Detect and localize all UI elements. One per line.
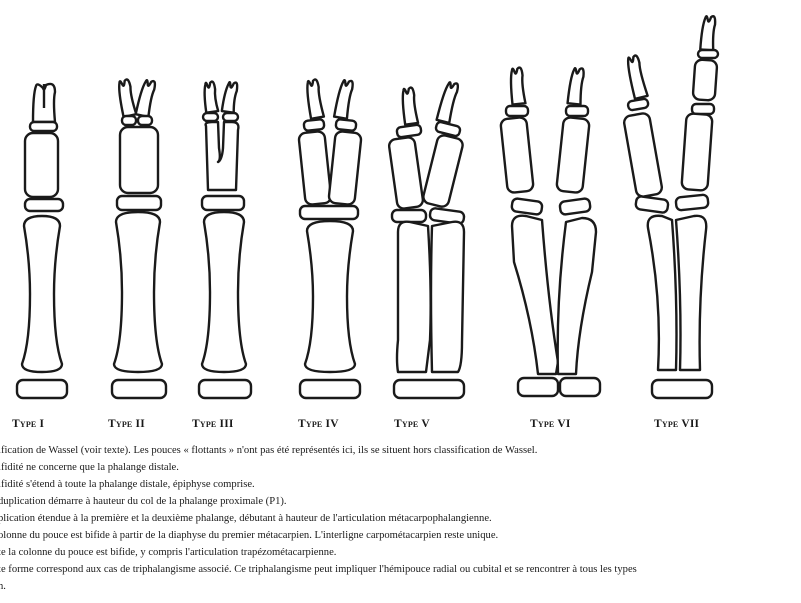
type-2-proximal-epiphysis [117,196,161,210]
type-7-proximal-epiphysis-right [675,194,708,210]
type-1-metacarpal-base [17,380,67,398]
type-6-metacarpal-base-right [560,378,600,396]
type-3-distal-phalanx-right [222,81,238,112]
type-5-proximal-phalanx-left [388,137,423,210]
type-2-epiphysis-right [138,116,152,125]
type-6-proximal-phalanx-left [500,117,534,193]
type-7-distal-phalanx-right [700,16,715,51]
type-2-epiphysis-left [122,116,136,125]
caption-line-type-1: ifidité ne concerne que la phalange dist… [0,461,179,475]
type-label-3: Type III [192,418,234,430]
type-2-metacarpal [114,212,162,372]
type-7-metacarpal-base [652,380,712,398]
type-6-distal-phalanx-left [509,67,526,104]
type-4-proximal-phalanx-left [298,131,331,205]
type-label-7: Type VII [654,418,699,430]
type-6-epiphysis-left [506,106,528,116]
type-5-distal-phalanx-right [437,81,459,123]
type-4-metacarpal-base [300,380,360,398]
type-label-6: Type VI [530,418,571,430]
type-3-metacarpal-base [199,380,251,398]
type-5-metacarpal-right [431,222,464,372]
type-4-epiphysis-right [336,119,357,131]
type-5-epiphysis-mid-left [392,210,426,222]
type-label-2: Type II [108,418,145,430]
type-5-distal-phalanx-left [400,87,418,125]
type-label-4: Type IV [298,418,339,430]
type-7-proximal-epiphysis-left [635,196,668,213]
type-2-proximal-phalanx [120,127,158,193]
type-4-distal-phalanx-right [334,79,353,119]
type-6-metacarpal-left [512,216,558,374]
type-2-metacarpal-base [112,380,166,398]
type-5-metacarpal-base [394,380,464,398]
type-3-epiphysis-right [223,113,238,121]
type-label-1: Type I [12,418,44,430]
type-5-epiphysis-left [396,124,421,137]
type-1-proximal-phalanx [25,133,58,197]
type-6-distal-phalanx-right [568,67,585,104]
type-3-distal-phalanx-left [202,81,218,112]
type-1-proximal-epiphysis [25,199,63,211]
type-7-epiphysis-left [627,98,648,110]
type-7-proximal-phalanx-right [681,113,712,191]
type-4-proximal-epiphysis [300,206,358,219]
type-7-epiphysis-right-top [698,50,718,58]
type-3-proximal-epiphysis [202,196,244,210]
type-4-epiphysis-left [304,119,325,131]
caption-line-type-2: ifidité s'étend à toute la phalange dist… [0,478,255,492]
caption-line-type-5: olonne du pouce est bifide à partir de l… [0,529,498,543]
type-5-metacarpal-left [397,222,431,372]
type-label-5: Type V [394,418,430,430]
type-2-distal-phalanx-left [116,79,136,117]
type-6-epiphysis-right [566,106,588,116]
type-1-distal-epiphysis [30,122,57,131]
type-7-epiphysis-right-mid [692,104,714,114]
type-3-proximal-phalanx-forked [206,122,239,190]
type-4-proximal-phalanx-right [328,131,361,205]
type-6-metacarpal-right [558,218,596,374]
type-2-distal-phalanx-right [136,79,156,117]
type-4-metacarpal [305,221,355,372]
caption-line-type-6: te la colonne du pouce est bifide, y com… [0,546,336,560]
caption-line-end: n. [0,580,6,594]
type-7-middle-phalanx-right [693,59,718,100]
type-6-proximal-epiphysis-right [559,198,591,215]
caption-line-type-7: te forme correspond aux cas de triphalan… [0,563,637,577]
wassel-classification-figure [0,0,801,420]
type-5-proximal-phalanx-right [422,134,464,208]
type-7-distal-phalanx-left [625,55,648,99]
type-7-proximal-phalanx-left [623,112,663,197]
type-6-metacarpal-base-left [518,378,558,396]
caption-line-type-3: duplication démarre à hauteur du col de … [0,495,287,509]
type-3-metacarpal [202,212,246,372]
type-4-distal-phalanx-left [304,79,323,119]
type-7-metacarpal-right [676,216,706,370]
type-6-proximal-epiphysis-left [511,198,543,215]
type-6-proximal-phalanx-right [556,117,590,193]
type-3-epiphysis-left [203,113,218,121]
type-1-metacarpal [22,216,62,372]
type-7-metacarpal-left [648,216,677,370]
type-5-epiphysis-right [435,121,461,137]
caption-line-type-4: plication étendue à la première et la de… [0,512,492,526]
caption-line-intro: ification de Wassel (voir texte). Les po… [0,444,537,458]
